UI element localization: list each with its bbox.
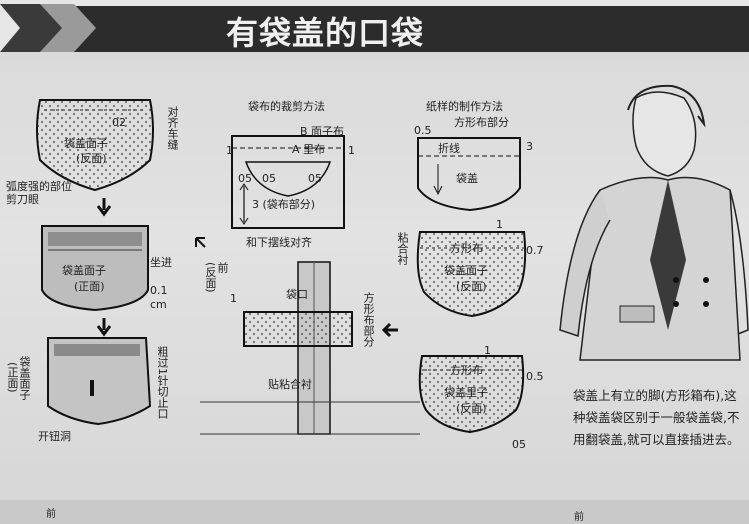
flap-front-label: (正面): [74, 280, 105, 293]
flap-front-shape: [41, 225, 149, 312]
pocket-part-label: 3 (袋布部分): [252, 198, 316, 211]
pattern-heading: 纸样的制作方法: [426, 100, 503, 113]
flap-face-reverse-label: (反面): [456, 280, 487, 293]
front-label: 前: [216, 262, 229, 273]
one-right-label-2: 1: [484, 344, 491, 357]
arrow-down-icon-2: [96, 318, 112, 337]
one-label: 1: [230, 292, 237, 305]
footer-left: 前: [46, 509, 56, 520]
stitch-note: 粗过1针切止口: [156, 346, 169, 419]
square-fabric-part-label: 方形布部分: [362, 292, 375, 347]
flap-face-side-label: 袋盖面子: [18, 356, 31, 400]
setback-value: 0.1: [150, 284, 168, 297]
cutting-rect: [231, 135, 345, 229]
hem-align-label: 和下摆线对齐: [246, 236, 312, 249]
setback-unit: cm: [150, 298, 167, 311]
n05-label-c: 05: [308, 172, 322, 185]
flap-lining-reverse-label: (反面): [456, 402, 487, 415]
flap-face-right-label: 袋盖面子: [444, 264, 488, 277]
n1-label: 1: [226, 144, 233, 157]
flap-face-label: 袋盖面子: [64, 137, 108, 150]
title-bar: 有袋盖的口袋: [0, 0, 749, 52]
notch-note: 弧度强的部位剪刀眼: [6, 180, 72, 206]
left-arrow-icon: [381, 322, 398, 338]
three-label: 3: [526, 140, 533, 153]
n07-label: 0.7: [526, 244, 544, 257]
flap-reverse-shape: [36, 99, 154, 192]
flap-face-label-2: 袋盖面子: [62, 264, 106, 277]
setback-label: 坐进: [150, 256, 172, 269]
flap-face-shape: [416, 231, 527, 318]
n05b-label: 0.5: [526, 370, 544, 383]
square-fabric-label-2: 方形布: [450, 364, 483, 377]
flap-lining-label: 袋盖里子: [444, 386, 488, 399]
n05c-label: 05: [512, 438, 526, 451]
flap-lining-shape: [418, 355, 525, 434]
n05-label-a: 05: [238, 172, 252, 185]
align-sew-label: 对齐车缝: [166, 106, 179, 150]
one-right-label: 1: [496, 218, 503, 231]
bottom-strip: [0, 500, 749, 524]
n1b-label: 1: [348, 144, 355, 157]
face-fabric-label: B 面子布: [300, 125, 345, 138]
flap-reverse-label: (反面): [76, 152, 107, 165]
buttonhole-label: 开钮洞: [38, 430, 71, 443]
flap-front-side-label: (正面): [6, 362, 19, 393]
lid-label: 袋盖: [456, 172, 478, 185]
pocket-mouth-label: 袋口: [286, 288, 308, 301]
fashion-figure-illustration: [559, 84, 749, 361]
interlining-side-label: 粘合衬: [396, 232, 409, 265]
caption-text: 袋盖上有立的脚(方形箱布),这种袋盖袋区别于一般袋盖袋,不用翻袋盖,就可以直接插…: [573, 388, 740, 447]
n05-right-label: 0.5: [414, 124, 432, 137]
pattern-lid-shape: [417, 137, 521, 212]
title-chevron-icon: [0, 4, 96, 52]
front-reverse-label: (反面): [204, 262, 217, 293]
fold-line-label: 折线: [438, 142, 460, 155]
square-part-label: 方形布部分: [454, 116, 509, 129]
square-fabric-label: 方形布: [450, 242, 483, 255]
pocket-mouth-rect: [243, 311, 353, 347]
page-title: 有袋盖的口袋: [226, 14, 425, 52]
flap-number-label: 02: [112, 116, 126, 129]
n05-label-b: 05: [262, 172, 276, 185]
cutting-heading: 袋布的裁剪方法: [248, 100, 325, 113]
footer-right: 前: [574, 512, 584, 523]
title-band: [70, 6, 749, 52]
arrow-down-icon: [96, 198, 112, 217]
back-arrow-icon: [195, 237, 206, 248]
lining-label: A 里布: [292, 143, 326, 156]
flap-final-shape: [47, 337, 152, 426]
interlining-label: 贴粘合衬: [268, 378, 312, 391]
